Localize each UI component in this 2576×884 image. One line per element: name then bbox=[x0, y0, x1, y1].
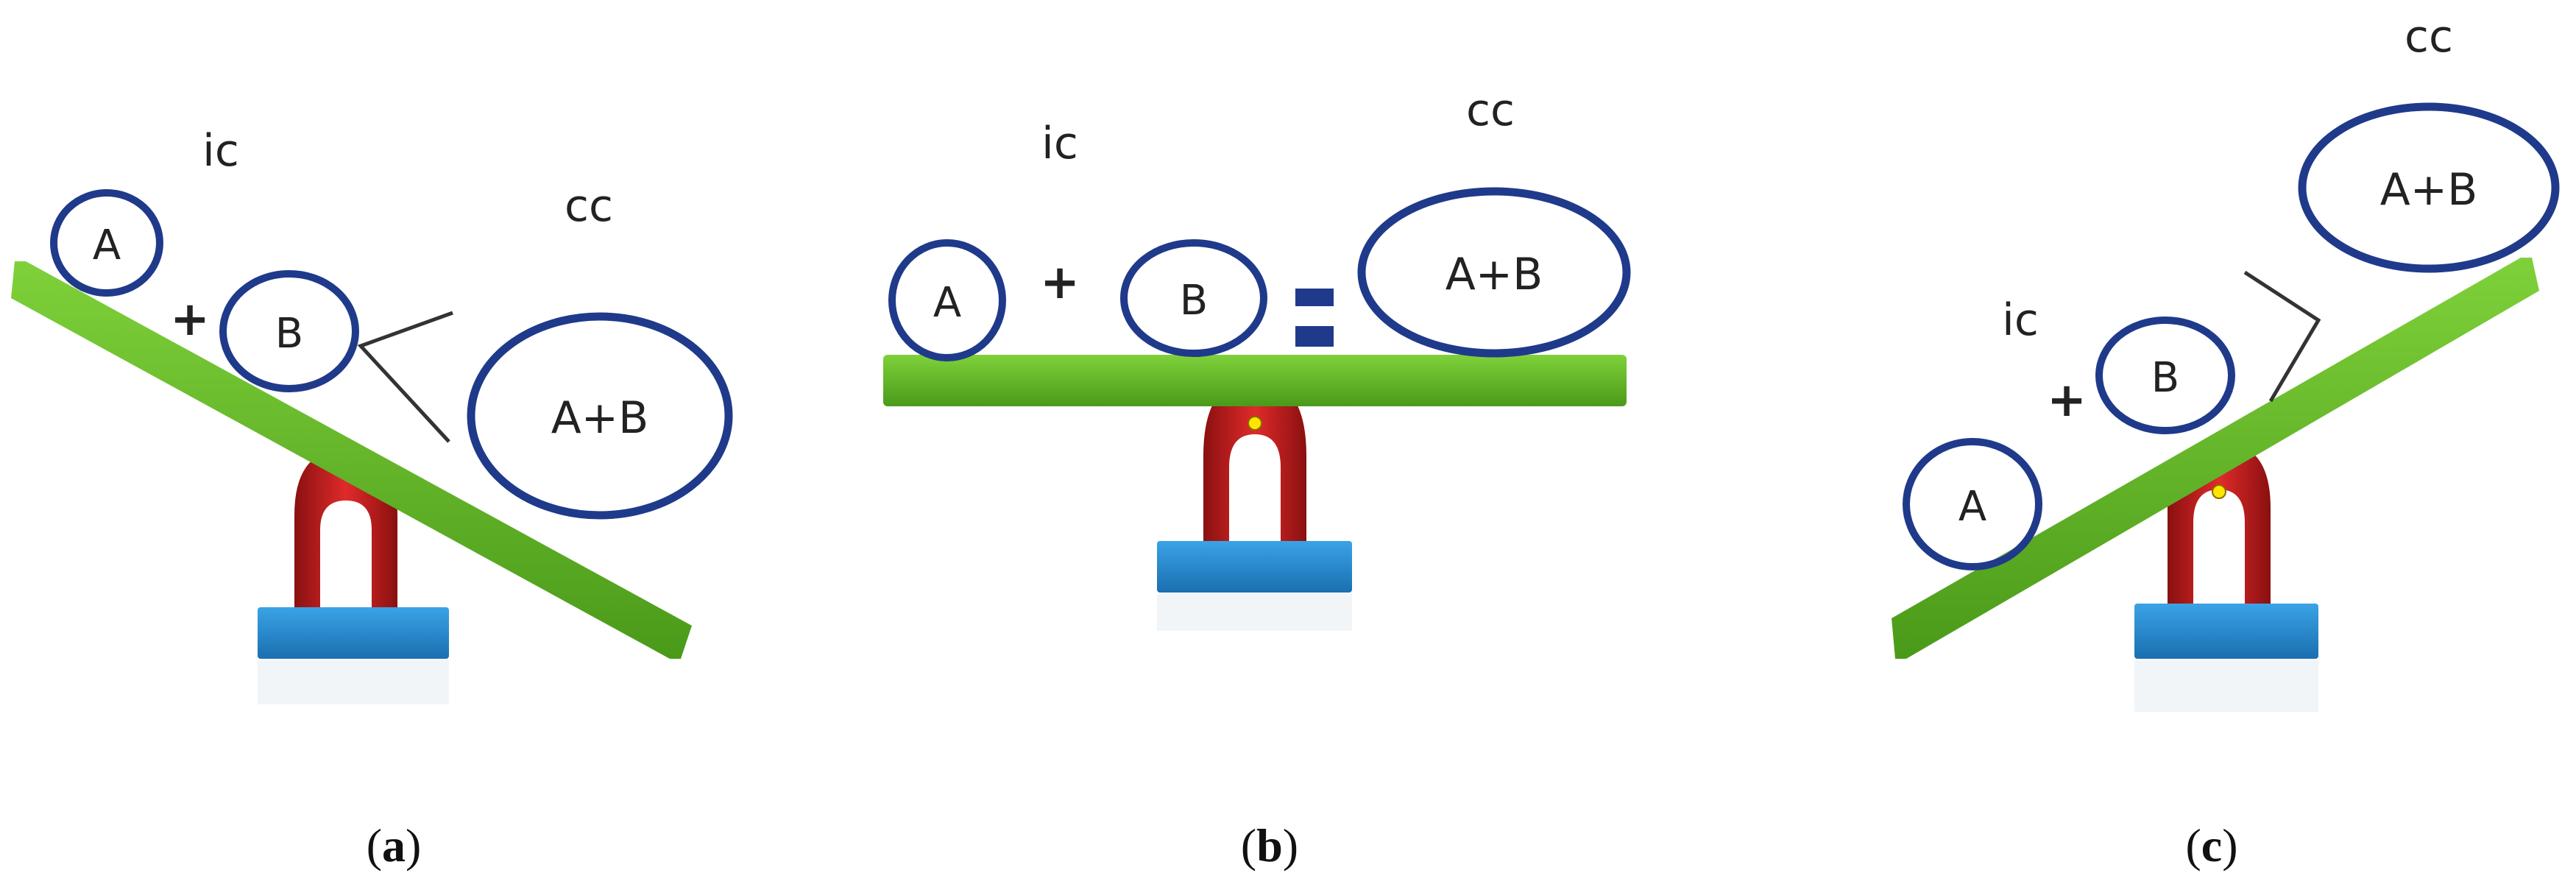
ic-label: ic bbox=[2002, 294, 2039, 346]
circle-a bbox=[1903, 438, 2042, 570]
seesaw-base bbox=[1157, 541, 1352, 593]
base-shadow bbox=[1157, 594, 1352, 631]
greater-than-symbol bbox=[357, 311, 453, 443]
caption-a: (a) bbox=[367, 819, 422, 871]
base-shadow bbox=[2134, 660, 2318, 712]
less-than-symbol bbox=[2243, 270, 2321, 403]
seesaw-base bbox=[258, 607, 449, 659]
fulcrum-arch bbox=[1203, 379, 1306, 541]
plus-sign: + bbox=[170, 292, 210, 347]
panel-b: A + B A+B ic cc (b) bbox=[883, 85, 1631, 871]
panel-c: A + B A+B ic cc (c) bbox=[1892, 11, 2560, 871]
ic-label: ic bbox=[202, 125, 239, 177]
circle-b-label: B bbox=[275, 310, 303, 358]
cc-label: cc bbox=[565, 180, 613, 232]
circle-b bbox=[2095, 317, 2235, 434]
circle-a-label: A bbox=[1958, 483, 1986, 531]
caption-b: (b) bbox=[1241, 819, 1298, 871]
cc-label: cc bbox=[1466, 85, 1515, 136]
circle-b bbox=[1120, 239, 1267, 357]
seesaw-beam bbox=[883, 355, 1627, 406]
pivot-dot bbox=[2212, 484, 2226, 499]
equals-symbol-bottom bbox=[1295, 326, 1334, 347]
plus-sign: + bbox=[2047, 373, 2087, 428]
circle-ab bbox=[2298, 102, 2560, 273]
seesaw-base bbox=[2134, 604, 2318, 659]
circle-a-label: A bbox=[933, 279, 961, 327]
ic-label: ic bbox=[1041, 118, 1078, 169]
panel-a: A + B A+B ic cc (a) bbox=[11, 125, 733, 871]
caption-c: (c) bbox=[2185, 819, 2237, 871]
pivot-dot bbox=[1248, 416, 1262, 431]
circle-ab-label: A+B bbox=[2380, 164, 2477, 216]
circle-a bbox=[888, 239, 1006, 361]
base-shadow bbox=[258, 660, 449, 704]
seesaw-beam bbox=[11, 261, 692, 659]
circle-a bbox=[50, 189, 163, 297]
plus-sign: + bbox=[1040, 255, 1080, 310]
equals-symbol-top bbox=[1295, 289, 1334, 306]
circle-b-label: B bbox=[1180, 277, 1208, 325]
circle-b bbox=[219, 270, 359, 392]
seesaw-beam bbox=[1892, 258, 2539, 659]
circle-ab bbox=[467, 312, 733, 520]
cc-label: cc bbox=[2405, 11, 2453, 63]
circle-b-label: B bbox=[2151, 354, 2179, 402]
circle-ab-label: A+B bbox=[1446, 249, 1543, 300]
circle-a-label: A bbox=[93, 222, 121, 269]
circle-ab-label: A+B bbox=[551, 392, 648, 444]
circle-ab bbox=[1357, 187, 1631, 358]
